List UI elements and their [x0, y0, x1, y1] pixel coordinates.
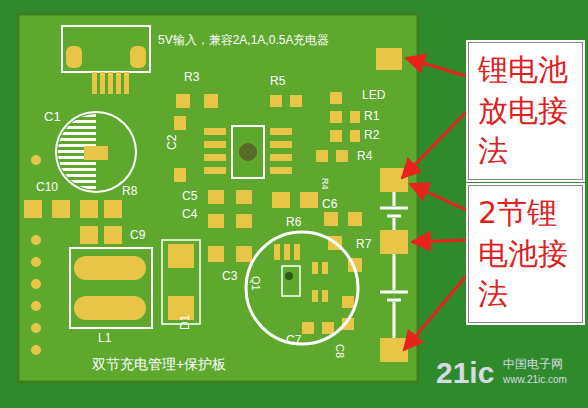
- callout-box: 2节锂电池接法: [466, 183, 585, 325]
- watermark: 21ic: [436, 356, 494, 389]
- watermark: www.21ic.com: [503, 374, 567, 385]
- part-label: R3: [184, 71, 199, 84]
- part-label: L1: [98, 332, 111, 345]
- callout-arrows: [402, 58, 466, 350]
- part-label: C9: [130, 229, 145, 242]
- part-label: C8: [334, 344, 346, 358]
- part-label: C3: [222, 270, 237, 283]
- part-label: R1: [364, 110, 379, 123]
- battery-symbol: [380, 192, 408, 338]
- callout-text: 锂电池放电接法: [478, 50, 573, 172]
- part-label: C6: [322, 198, 337, 211]
- smd-pads: [24, 92, 362, 334]
- ic-chip: [204, 126, 292, 178]
- part-label: C4: [182, 208, 197, 221]
- pcb-board: [18, 14, 418, 382]
- part-label: C1: [44, 110, 61, 124]
- part-label: Q1: [250, 276, 262, 291]
- usb-connector: [62, 26, 150, 94]
- diode-outline: [162, 240, 200, 324]
- part-label: D1: [179, 315, 192, 330]
- part-label: R6: [286, 216, 301, 229]
- part-label: C5: [182, 190, 197, 203]
- part-label: R4: [319, 178, 329, 190]
- part-label: R2: [364, 129, 379, 142]
- part-label: R8: [122, 185, 137, 198]
- mosfet-area: [246, 232, 358, 344]
- silkscreen-note: 5V输入，兼容2A,1A,0.5A充电器: [158, 34, 329, 47]
- inductor-l1: [70, 248, 152, 328]
- part-label: R5: [270, 75, 285, 88]
- callout-box: 锂电池放电接法: [466, 40, 585, 182]
- part-label: R7: [356, 238, 371, 251]
- watermark: 中国电子网: [503, 358, 563, 371]
- part-label: LED: [362, 89, 385, 102]
- silkscreen-note: 双节充电管理+保护板: [92, 357, 226, 372]
- callout-text: 2节锂电池接法: [478, 193, 573, 315]
- capacitor-c1: [56, 112, 136, 192]
- part-label: C10: [36, 181, 58, 194]
- part-label: C7: [286, 334, 301, 347]
- part-label: R4: [357, 150, 372, 163]
- part-label: C2: [166, 135, 179, 150]
